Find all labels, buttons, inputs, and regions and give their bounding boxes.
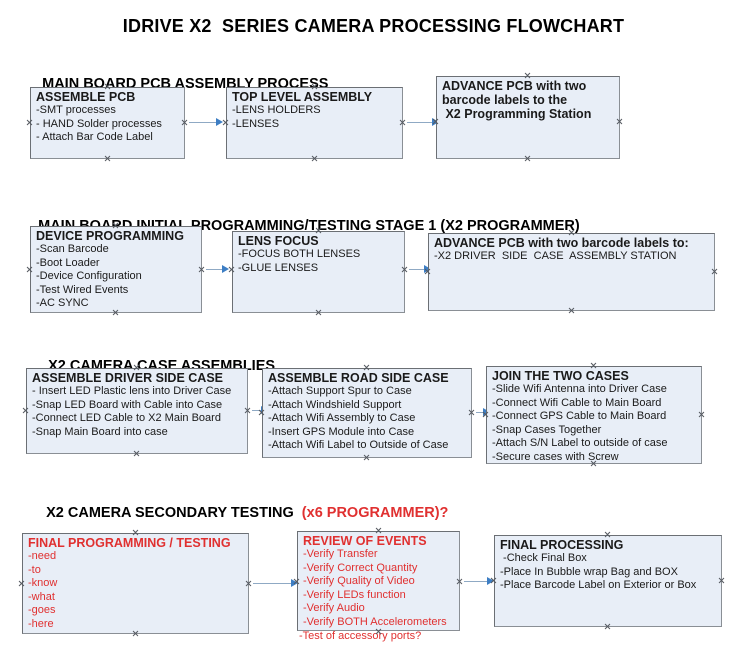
box-line: -what [28, 590, 55, 603]
box-line: -know [28, 577, 58, 589]
box-title: FINAL PROCESSING [500, 538, 624, 552]
box-line: -Attach Wifi Assembly to Case [268, 412, 416, 424]
connector-arrow [189, 122, 219, 123]
section-heading-4-text: X2 CAMERA SECONDARY TESTING [46, 505, 302, 521]
box-line: -Test Wired Events [36, 283, 129, 296]
box-device-programming[interactable]: DEVICE PROGRAMMING -Scan Barcode -Boot L… [30, 226, 202, 313]
box-line: -to [28, 563, 41, 576]
connector-arrow [407, 122, 435, 123]
box-line: -LENSES [232, 117, 280, 130]
box-line: -Connect Wifi Cable to Main Board [492, 396, 662, 409]
box-line: -Verify Audio [303, 602, 365, 614]
box-line: -Connect GPS Cable to Main Board [492, 410, 667, 422]
box-line: - HAND Solder processes [36, 117, 162, 130]
box-top-level-assembly[interactable]: TOP LEVEL ASSEMBLY -LENS HOLDERS -LENSES [226, 87, 403, 159]
box-line: -GLUE LENSES [238, 261, 319, 274]
box-line: -AC SYNC [36, 297, 89, 309]
box-line: -Verify Correct Quantity [303, 561, 418, 574]
arrowhead-icon [216, 118, 223, 126]
box-title: LENS FOCUS [238, 234, 319, 248]
section-heading-4-accent: (x6 PROGRAMMER)? [301, 505, 449, 521]
box-line: -Verify Transfer [303, 548, 378, 560]
box-line: -Attach Support Spur to Case [268, 385, 412, 397]
box-line: -X2 DRIVER SIDE CASE ASSEMBLY STATION [434, 250, 677, 262]
box-line: -Snap Cases Together [492, 423, 602, 436]
box-line: -LENS HOLDERS [232, 104, 321, 116]
box-advance-pcb-driver-side-station[interactable]: ADVANCE PCB with two barcode labels to: … [428, 233, 715, 311]
connector-arrow [409, 269, 427, 270]
arrowhead-icon [487, 577, 494, 585]
box-title: DEVICE PROGRAMMING [36, 229, 184, 243]
box-title: ADVANCE PCB with two barcode labels to: [434, 236, 689, 250]
box-title-cont: X2 Programming Station [442, 107, 592, 121]
box-line: -here [28, 617, 54, 630]
box-line: -Device Configuration [36, 270, 142, 282]
box-title: ASSEMBLE PCB [36, 90, 136, 104]
box-final-programming-testing[interactable]: FINAL PROGRAMMING / TESTING -need -to -k… [22, 533, 249, 634]
box-line: -Verify BOTH Accelerometers [303, 615, 447, 628]
box-line: -Verify LEDs function [303, 588, 406, 601]
box-line: -Insert GPS Module into Case [268, 425, 415, 438]
box-title: REVIEW OF EVENTS [303, 534, 427, 548]
box-line: - Insert LED Plastic lens into Driver Ca… [32, 385, 232, 397]
box-line: -Slide Wifi Antenna into Driver Case [492, 383, 667, 395]
arrowhead-icon [222, 265, 229, 273]
box-line: - Attach Bar Code Label [36, 131, 153, 143]
box-line: -Boot Loader [36, 256, 100, 269]
box-line: -need [28, 550, 57, 562]
box-line: -goes [28, 604, 56, 616]
box-line: -Attach S/N Label to outside of case [492, 437, 668, 449]
box-title: TOP LEVEL ASSEMBLY [232, 90, 373, 104]
box-line: -Attach Windshield Support [268, 398, 402, 411]
page-title: IDRIVE X2 SERIES CAMERA PROCESSING FLOWC… [122, 16, 625, 36]
box-line: -Connect LED Cable to X2 Main Board [32, 412, 221, 424]
box-line: -Place In Bubble wrap Bag and BOX [500, 565, 678, 578]
box-line: -SMT processes [36, 104, 116, 116]
box-line: -Attach Wifi Label to Outside of Case [268, 439, 449, 451]
box-line: -Check Final Box [500, 552, 587, 564]
box-title: ASSEMBLE ROAD SIDE CASE [268, 371, 449, 385]
box-title-cont: barcode labels to the [442, 93, 568, 107]
box-assemble-road-side-case[interactable]: ASSEMBLE ROAD SIDE CASE -Attach Support … [262, 368, 472, 458]
box-join-the-two-cases[interactable]: JOIN THE TWO CASES -Slide Wifi Antenna i… [486, 366, 702, 464]
connector-arrow [464, 581, 490, 582]
box-line: -FOCUS BOTH LENSES [238, 248, 361, 260]
box-overflow-line: -Test of accessory ports? [299, 630, 422, 642]
box-title: ASSEMBLE DRIVER SIDE CASE [32, 371, 224, 385]
connector-arrow [253, 583, 296, 584]
box-line: -Verify Quality of Video [303, 575, 415, 587]
box-title: FINAL PROGRAMMING / TESTING [28, 536, 231, 550]
box-line: -Snap LED Board with Cable into Case [32, 398, 223, 411]
box-title: JOIN THE TWO CASES [492, 369, 629, 383]
box-advance-pcb-programming-station[interactable]: ADVANCE PCB with two barcode labels to t… [436, 76, 620, 159]
section-heading-4: X2 CAMERA SECONDARY TESTING (x6 PROGRAMM… [30, 489, 448, 537]
box-assemble-pcb[interactable]: ASSEMBLE PCB -SMT processes - HAND Solde… [30, 87, 185, 159]
connector-arrow [206, 269, 226, 270]
box-line: -Secure cases with Screw [492, 450, 619, 463]
box-final-processing[interactable]: FINAL PROCESSING -Check Final Box -Place… [494, 535, 722, 627]
box-review-of-events[interactable]: REVIEW OF EVENTS -Verify Transfer -Verif… [297, 531, 460, 631]
box-title: ADVANCE PCB with two [442, 79, 587, 93]
box-lens-focus[interactable]: LENS FOCUS -FOCUS BOTH LENSES -GLUE LENS… [232, 231, 405, 313]
box-line: -Snap Main Board into case [32, 425, 168, 438]
box-line: -Scan Barcode [36, 243, 109, 255]
box-line: -Place Barcode Label on Exterior or Box [500, 579, 697, 591]
box-assemble-driver-side-case[interactable]: ASSEMBLE DRIVER SIDE CASE - Insert LED P… [26, 368, 248, 454]
